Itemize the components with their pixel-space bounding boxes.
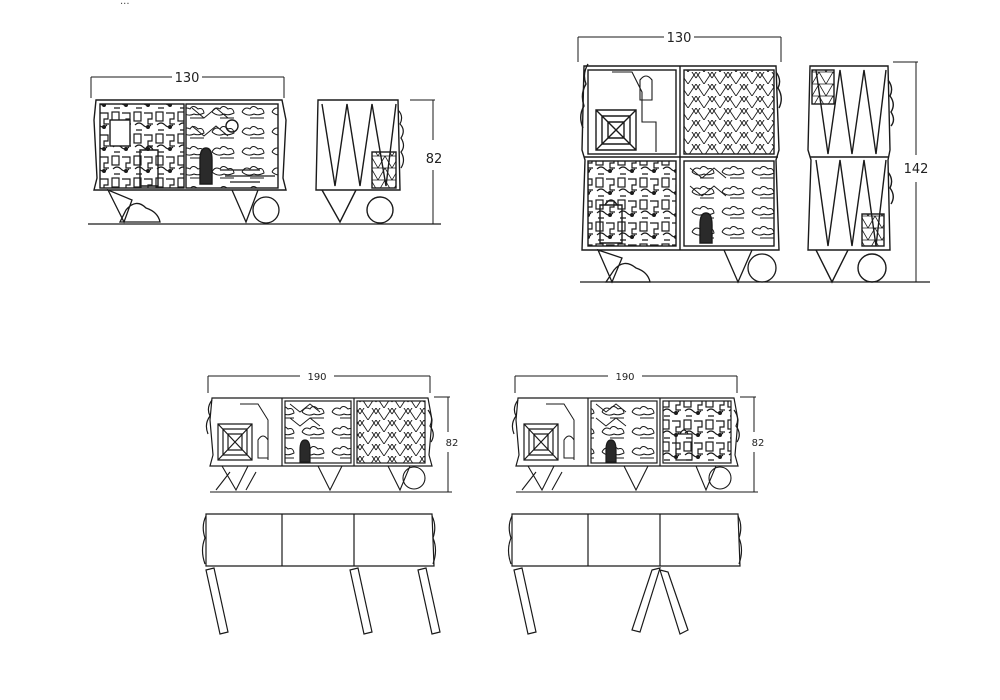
view-1-height-dimension	[410, 99, 435, 224]
view-4-plan-view	[507, 513, 743, 635]
view-3-width-label: 190	[307, 372, 326, 383]
view-3-sideboard: 190 82	[201, 372, 459, 635]
view-1-side-body	[315, 99, 405, 224]
view-3-width-dimension	[207, 375, 431, 393]
view-2-height-dimension	[893, 61, 918, 282]
view-3-front-body	[205, 397, 434, 467]
view-1-legs	[106, 188, 280, 224]
view-2-width-dimension	[577, 36, 782, 62]
view-2-legs	[596, 248, 777, 284]
view-2-width-label: 130	[667, 31, 692, 46]
view-4-height-label: 82	[752, 438, 765, 449]
view-4-sideboard: 190 82	[507, 372, 765, 635]
view-4-width-label: 190	[615, 372, 634, 383]
view-4-height-dimension	[740, 396, 756, 492]
view-1-front-body	[93, 99, 287, 191]
view-4-width-dimension	[514, 375, 738, 393]
view-1-sideboard: 130 82	[88, 71, 443, 225]
view-3-legs	[215, 465, 426, 492]
view-1-height-label: 82	[426, 152, 443, 167]
header-caption: ...	[120, 0, 130, 7]
view-2-side-body	[807, 65, 895, 284]
view-1-width-dimension	[90, 76, 285, 98]
view-2-height-label: 142	[904, 162, 929, 177]
view-2-cabinet: 130	[577, 31, 930, 284]
view-1-width-label: 130	[175, 71, 200, 86]
view-4-legs	[521, 465, 732, 492]
view-4-front-body	[511, 397, 740, 467]
view-3-plan-view	[201, 513, 441, 635]
view-3-height-dimension	[434, 396, 450, 492]
view-3-height-label: 82	[446, 438, 459, 449]
view-2-front-body	[580, 63, 782, 251]
